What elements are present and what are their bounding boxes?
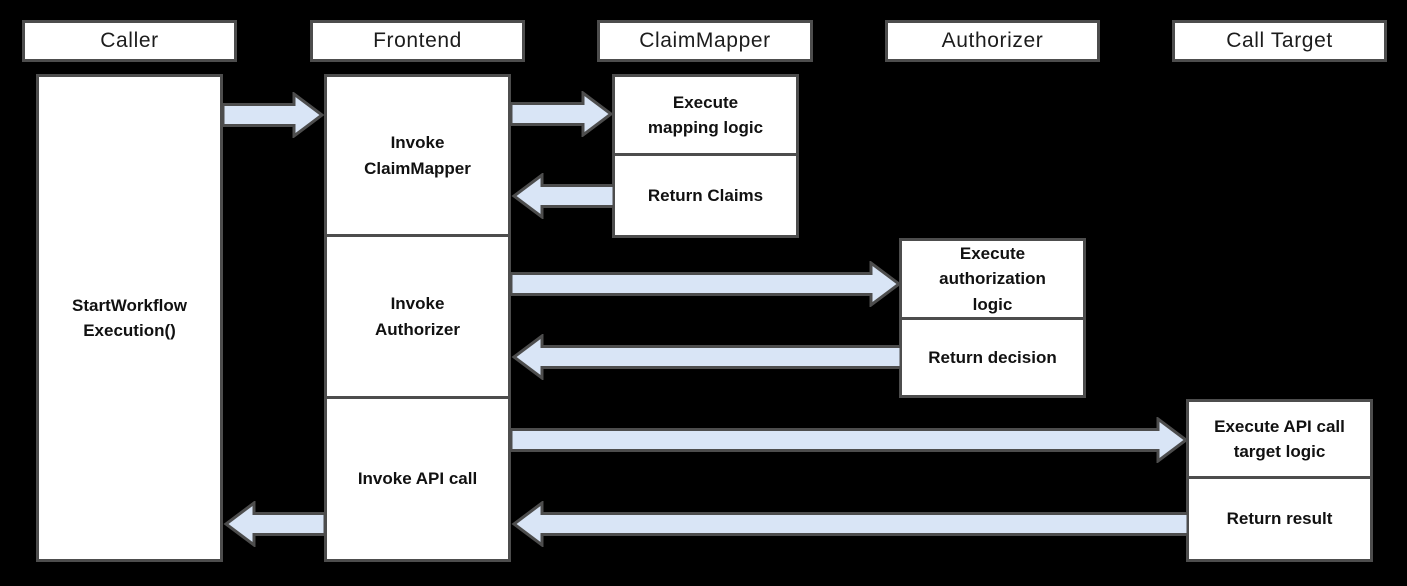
activation-label: Execute API call target logic: [1214, 416, 1345, 462]
arrow-frontend-to-caller: [223, 501, 325, 547]
activation-label: Execute mapping logic: [647, 92, 764, 138]
activation-label: Return Claims: [647, 185, 764, 205]
arrow-authorizer-to-frontend: [511, 334, 901, 380]
arrow-frontend-to-authorizer: [511, 261, 901, 307]
activation-frontend-invoke-claimmapper: Invoke ClaimMapper: [324, 74, 511, 237]
activation-caller-startworkflowexecution: StartWorkflow Execution(): [36, 74, 223, 562]
lifeline-header-authorizer: Authorizer: [885, 20, 1100, 62]
activation-label: Invoke ClaimMapper: [364, 133, 471, 178]
activation-frontend-invoke-api-call: Invoke API call: [324, 396, 511, 562]
activation-calltarget-return-result: Return result: [1186, 476, 1373, 562]
activation-calltarget-execute-api-call-target-logic: Execute API call target logic: [1186, 399, 1373, 479]
lifeline-header-claimmapper: ClaimMapper: [597, 20, 813, 62]
activation-label: StartWorkflow Execution(): [72, 295, 187, 341]
activation-authorizer-execute-authorization-logic: Execute authorization logic: [899, 238, 1086, 320]
activation-label: Return decision: [928, 347, 1057, 367]
activation-label: Invoke API call: [357, 469, 478, 489]
arrow-claimmapper-to-frontend: [511, 173, 614, 219]
arrow-frontend-to-calltarget: [511, 417, 1188, 463]
activation-frontend-invoke-authorizer: Invoke Authorizer: [324, 234, 511, 399]
lifeline-header-call-target: Call Target: [1172, 20, 1387, 62]
arrow-frontend-to-claimmapper: [511, 91, 613, 137]
activation-label: Invoke Authorizer: [375, 294, 460, 339]
lifeline-header-frontend: Frontend: [310, 20, 525, 62]
activation-claimmapper-return-claims: Return Claims: [612, 153, 799, 238]
activation-label: Return result: [1226, 509, 1333, 529]
arrow-calltarget-to-frontend: [511, 501, 1188, 547]
activation-authorizer-return-decision: Return decision: [899, 317, 1086, 398]
arrow-caller-to-frontend: [223, 92, 324, 138]
lifeline-header-caller: Caller: [22, 20, 237, 62]
activation-label: Execute authorization logic: [939, 243, 1046, 314]
activation-claimmapper-execute-mapping-logic: Execute mapping logic: [612, 74, 799, 156]
